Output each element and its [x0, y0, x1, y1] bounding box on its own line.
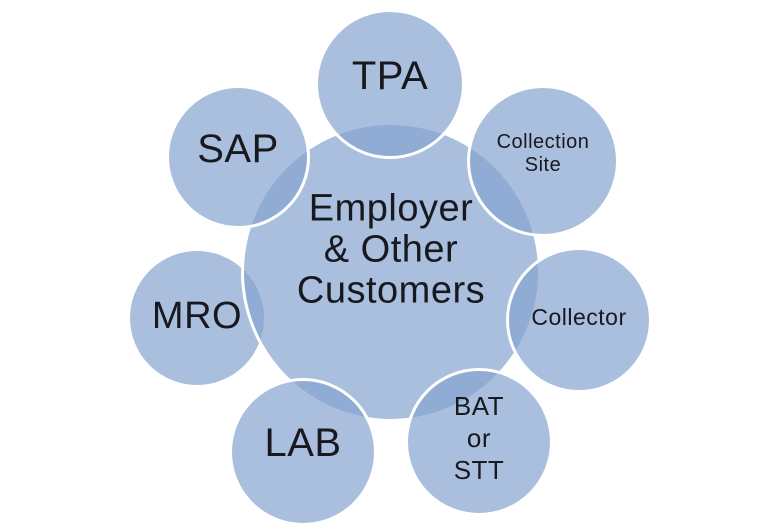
node-label-collector: Collector	[531, 304, 627, 330]
node-label-tpa: TPA	[351, 54, 429, 98]
node-label-sap: SAP	[197, 127, 279, 171]
node-label-lab: LAB	[264, 421, 342, 465]
spoke-circle-collector: Collector	[506, 247, 652, 393]
spoke-circle-tpa: TPA	[315, 9, 465, 159]
node-label-mro: MRO	[151, 295, 243, 337]
spoke-circle-lab: LAB	[229, 378, 377, 526]
spoke-circle-sap: SAP	[166, 85, 310, 229]
